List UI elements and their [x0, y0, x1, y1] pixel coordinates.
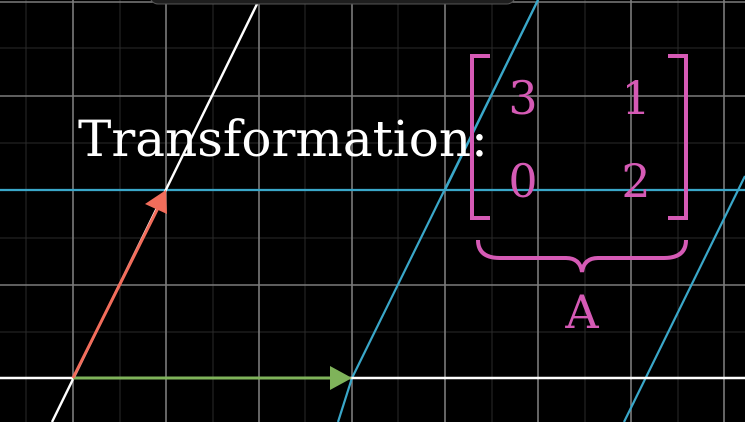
matrix-entry: 1	[621, 71, 650, 125]
transformed-slanted-line	[336, 377, 354, 422]
top-overlay-control	[150, 0, 515, 5]
matrix-left-bracket	[470, 54, 490, 220]
j-hat-vector	[71, 190, 167, 379]
j-hat-arrowhead	[145, 190, 167, 214]
matrix-name-label: A	[564, 285, 599, 339]
i-hat-vector	[73, 366, 352, 390]
i-hat-arrowhead	[330, 366, 352, 390]
matrix-right-bracket	[668, 54, 688, 220]
matrix-A: 3 1 0 2 A	[470, 54, 688, 339]
matrix-entry: 2	[621, 154, 650, 208]
transformed-slanted-line	[623, 175, 745, 422]
transformed-slanted-line	[444, 0, 539, 191]
matrix-entry: 0	[508, 154, 537, 208]
matrix-entry: 3	[508, 71, 537, 125]
transformation-caption: Transformation:	[78, 110, 488, 168]
matrix-underbrace	[476, 239, 688, 273]
